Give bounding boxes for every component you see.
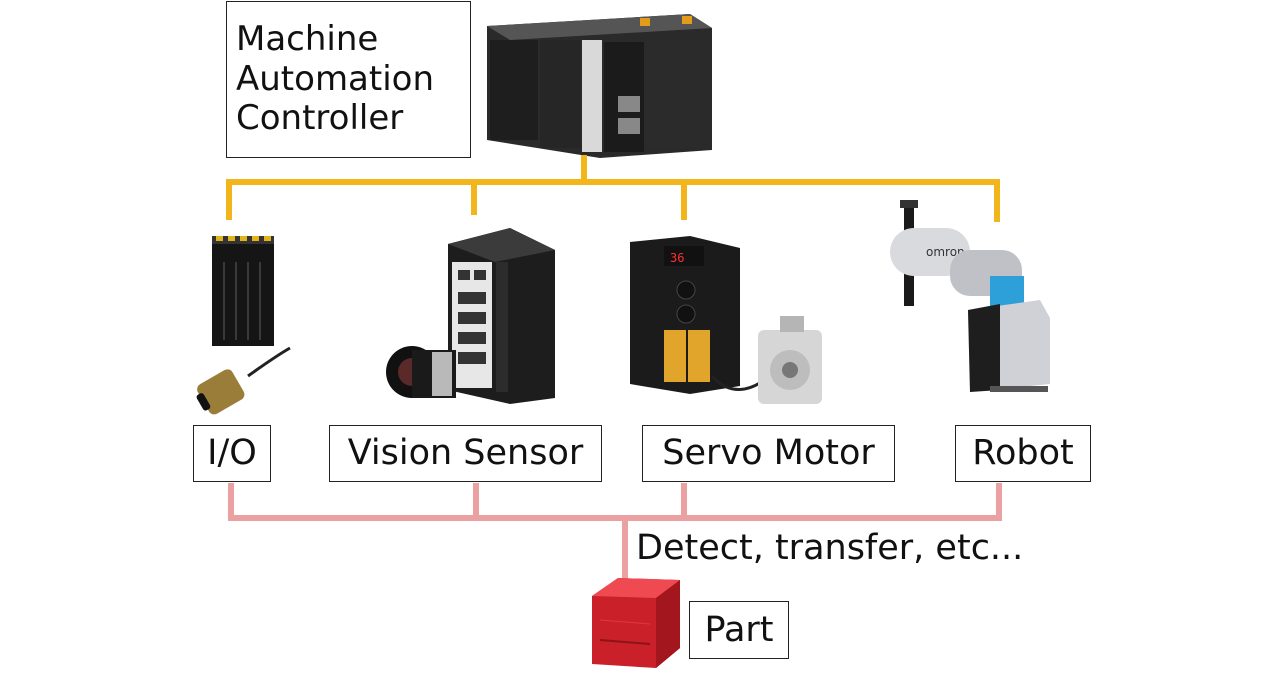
robot-label: Robot [955, 425, 1091, 482]
connection-label: Detect, transfer, etc... [636, 528, 1024, 568]
vision-sensor-image [386, 228, 555, 404]
robot-image: omron [890, 200, 1050, 392]
controller-label-line-1: Machine [236, 19, 379, 60]
svg-text:36: 36 [670, 251, 684, 265]
svg-text:omron: omron [926, 245, 965, 259]
io-module-image [196, 236, 291, 415]
io-label: I/O [193, 425, 271, 482]
part-bus [228, 483, 1002, 585]
controller-label-line-2: Automation [236, 58, 435, 99]
controller-label-line-3: Controller [236, 98, 404, 139]
control-bus [226, 155, 1000, 222]
vision-sensor-label: Vision Sensor [329, 425, 602, 482]
controller-unit-image [487, 14, 712, 158]
servo-motor-image: 36 [630, 236, 822, 404]
servo-motor-label: Servo Motor [642, 425, 895, 482]
part-cube-image [592, 578, 680, 668]
controller-label: Machine Automation Controller [226, 1, 471, 158]
part-label: Part [689, 601, 789, 659]
